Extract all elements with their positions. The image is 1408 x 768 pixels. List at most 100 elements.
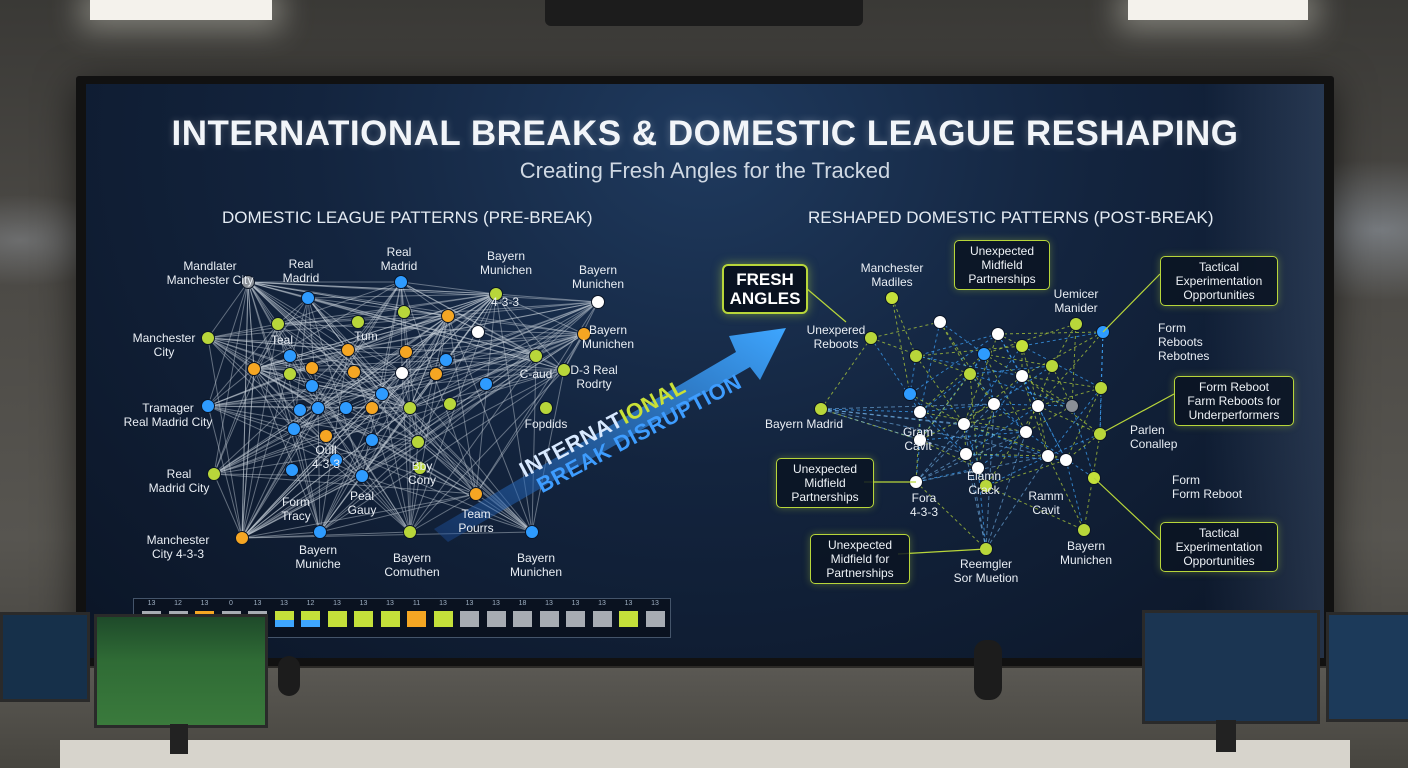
right-node bbox=[963, 367, 977, 381]
left-node-label-line: C-aud bbox=[520, 367, 553, 381]
left-edge bbox=[417, 333, 585, 443]
left-edge bbox=[401, 315, 449, 374]
timeline-number: 13 bbox=[333, 600, 341, 607]
right-edge bbox=[909, 393, 967, 455]
left-edge bbox=[277, 301, 599, 325]
left-node bbox=[403, 401, 417, 415]
right-node bbox=[1031, 399, 1045, 413]
right-node-label-line: Parlen bbox=[1130, 423, 1165, 437]
right-edge bbox=[1065, 459, 1085, 531]
left-edge bbox=[319, 372, 403, 533]
right-edge bbox=[985, 403, 995, 550]
right-edge bbox=[1021, 345, 1102, 389]
left-edge bbox=[347, 333, 585, 351]
left-node-label-line: Munichen bbox=[572, 277, 624, 291]
left-node-label-line: Fopdids bbox=[525, 417, 568, 431]
left-edge bbox=[417, 441, 533, 533]
left-node bbox=[413, 461, 427, 475]
left-edge bbox=[317, 333, 585, 409]
left-edge bbox=[307, 297, 403, 374]
left-edge bbox=[207, 405, 477, 495]
right-edge bbox=[915, 355, 965, 425]
left-edge bbox=[409, 407, 477, 495]
left-edge bbox=[319, 493, 477, 533]
left-node-label-line: Real bbox=[289, 257, 314, 271]
left-edge bbox=[307, 297, 537, 357]
left-node-label-line: Munichen bbox=[480, 263, 532, 277]
left-edge bbox=[409, 315, 449, 533]
left-edge bbox=[241, 293, 497, 539]
left-node bbox=[285, 463, 299, 477]
timeline-cell bbox=[407, 611, 426, 627]
left-node-label-line: Bayern bbox=[589, 323, 627, 337]
left-edge bbox=[319, 441, 419, 533]
microphone-center bbox=[974, 640, 1002, 700]
left-edge bbox=[207, 368, 255, 407]
left-edge bbox=[207, 293, 497, 339]
callout-box-line: Tactical bbox=[1198, 260, 1239, 274]
timeline-cell bbox=[327, 611, 347, 627]
disruption-arrow bbox=[434, 328, 786, 542]
left-edge bbox=[241, 441, 419, 539]
left-edge bbox=[247, 281, 585, 335]
left-edge bbox=[247, 281, 449, 317]
right-edge bbox=[915, 467, 979, 483]
left-node-label-line: Real bbox=[167, 467, 192, 481]
right-node-label-line: Reboots bbox=[1158, 335, 1203, 349]
left-node bbox=[305, 361, 319, 375]
left-edge bbox=[361, 475, 533, 533]
left-node bbox=[319, 429, 333, 443]
right-edge bbox=[993, 403, 1027, 433]
monitor-player-feed bbox=[1142, 610, 1320, 724]
left-node bbox=[329, 453, 343, 467]
timeline-cell bbox=[566, 611, 585, 627]
right-node bbox=[977, 347, 991, 361]
left-edge bbox=[361, 333, 585, 477]
fresh-line-2: ANGLES bbox=[729, 289, 801, 308]
left-edge bbox=[213, 473, 243, 539]
left-edge bbox=[213, 441, 419, 475]
left-edge bbox=[253, 368, 403, 374]
left-edge bbox=[207, 281, 249, 339]
left-edge bbox=[409, 355, 537, 533]
left-edge bbox=[253, 297, 309, 370]
right-edge bbox=[919, 373, 971, 413]
left-edge bbox=[247, 281, 295, 430]
left-edge bbox=[241, 493, 477, 539]
left-node bbox=[351, 315, 365, 329]
right-node bbox=[1015, 369, 1029, 383]
right-node bbox=[1077, 523, 1091, 537]
left-edge bbox=[307, 293, 497, 299]
right-edge bbox=[919, 403, 995, 441]
left-edge bbox=[207, 355, 537, 407]
timeline-number: 18 bbox=[518, 600, 527, 607]
left-edge bbox=[400, 281, 537, 357]
left-edge bbox=[495, 293, 585, 335]
left-edge bbox=[207, 337, 319, 409]
right-edge bbox=[891, 297, 911, 395]
left-edge bbox=[317, 407, 321, 533]
left-node bbox=[201, 399, 215, 413]
left-edge bbox=[241, 393, 383, 539]
left-edge bbox=[253, 368, 295, 430]
left-edge bbox=[213, 293, 497, 475]
monitor-left-stats bbox=[0, 612, 90, 702]
left-edge bbox=[401, 333, 585, 374]
right-edge bbox=[985, 459, 1067, 487]
subtitle: Creating Fresh Angles for the Tracked bbox=[519, 158, 891, 183]
left-edge bbox=[253, 355, 537, 370]
left-node-label-line: Teal bbox=[271, 333, 293, 347]
right-node-label-line: Reemgler bbox=[960, 557, 1012, 571]
left-node bbox=[439, 353, 453, 367]
left-edge bbox=[409, 355, 537, 409]
left-edge bbox=[207, 337, 349, 351]
callout-box-line: Farm Reboots for bbox=[1187, 394, 1281, 408]
right-edge bbox=[963, 345, 1023, 425]
right-edge bbox=[919, 431, 1027, 441]
left-edge bbox=[495, 293, 565, 371]
left-node bbox=[399, 345, 413, 359]
left-edge bbox=[213, 473, 477, 495]
